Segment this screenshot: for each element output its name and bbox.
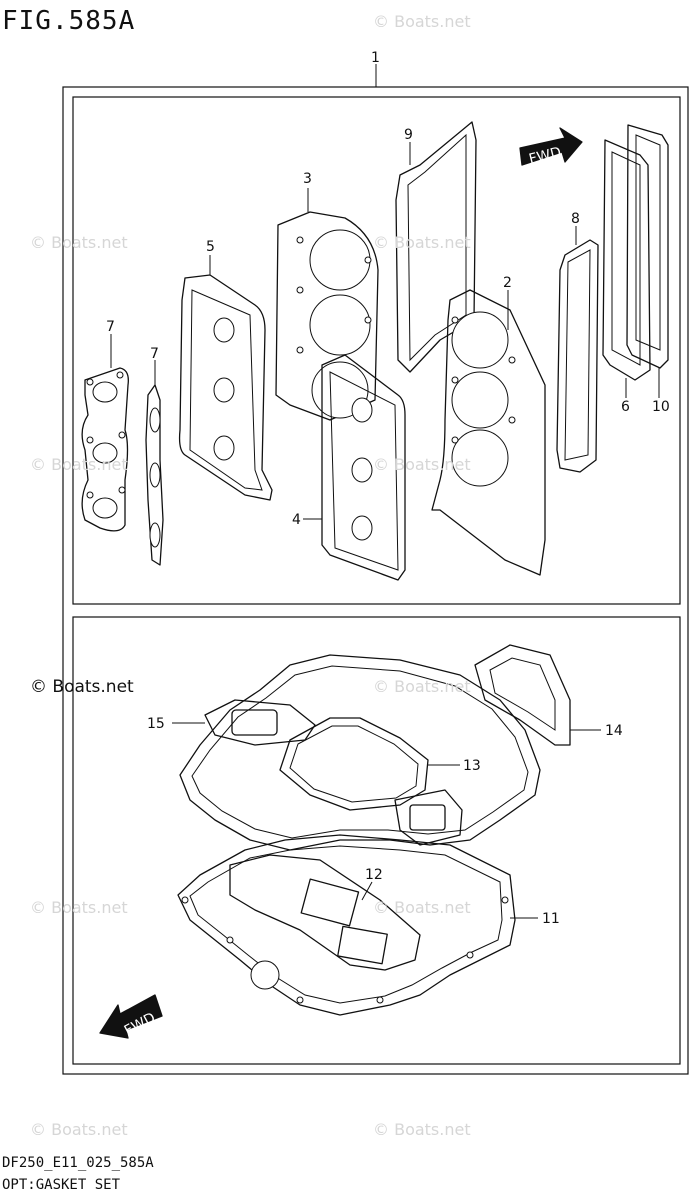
watermark: © Boats.net xyxy=(30,1120,128,1139)
gasket-part-2 xyxy=(431,289,546,576)
gasket-small-cover xyxy=(394,789,463,846)
watermark: © Boats.net xyxy=(373,898,471,917)
callout-6: 6 xyxy=(621,399,630,415)
watermark: © Boats.net xyxy=(30,898,128,917)
watermark: © Boats.net xyxy=(373,233,471,252)
callout-7a: 7 xyxy=(106,319,115,335)
gasket-part-7-right xyxy=(145,384,164,566)
gasket-part-13 xyxy=(279,717,429,811)
gasket-part-11 xyxy=(177,834,516,1016)
watermark: © Boats.net xyxy=(30,677,134,697)
gasket-part-4 xyxy=(321,354,406,581)
fwd-label-upper: FWD xyxy=(527,144,563,167)
gasket-part-15 xyxy=(204,699,316,746)
gasket-part-14 xyxy=(474,644,571,746)
callout-5: 5 xyxy=(206,239,215,255)
lower-panel xyxy=(72,616,681,1065)
callout-14: 14 xyxy=(605,723,623,739)
watermark: © Boats.net xyxy=(30,233,128,252)
fwd-arrow-upper: FWD xyxy=(519,127,583,168)
gasket-part-10 xyxy=(626,124,669,369)
callout-7b: 7 xyxy=(150,346,159,362)
callout-2: 2 xyxy=(503,275,512,291)
fwd-arrow-lower: FWD xyxy=(99,994,163,1039)
callout-9: 9 xyxy=(404,127,413,143)
callout-10: 10 xyxy=(652,399,670,415)
figure-name: OPT:GASKET SET xyxy=(2,1177,121,1193)
callout-3: 3 xyxy=(303,171,312,187)
callout-15: 15 xyxy=(147,716,165,732)
gasket-part-5 xyxy=(178,274,273,501)
watermark: © Boats.net xyxy=(373,455,471,474)
callout-13: 13 xyxy=(463,758,481,774)
watermark: © Boats.net xyxy=(373,12,471,31)
callout-1: 1 xyxy=(371,50,380,66)
gasket-part-6 xyxy=(602,139,651,381)
callout-8: 8 xyxy=(571,211,580,227)
callout-4: 4 xyxy=(292,512,301,528)
large-crankcase-gasket xyxy=(179,654,541,851)
callout-12: 12 xyxy=(365,867,383,883)
figure-code: DF250_E11_025_585A xyxy=(2,1155,154,1171)
watermark: © Boats.net xyxy=(30,455,128,474)
gasket-part-7-left xyxy=(81,367,129,532)
gasket-part-12 xyxy=(229,854,421,971)
figure-title: FIG.585A xyxy=(2,6,136,36)
upper-panel xyxy=(72,96,681,605)
watermark: © Boats.net xyxy=(373,1120,471,1139)
watermark: © Boats.net xyxy=(373,677,471,696)
gasket-part-8 xyxy=(556,239,599,473)
callout-11: 11 xyxy=(542,911,560,927)
